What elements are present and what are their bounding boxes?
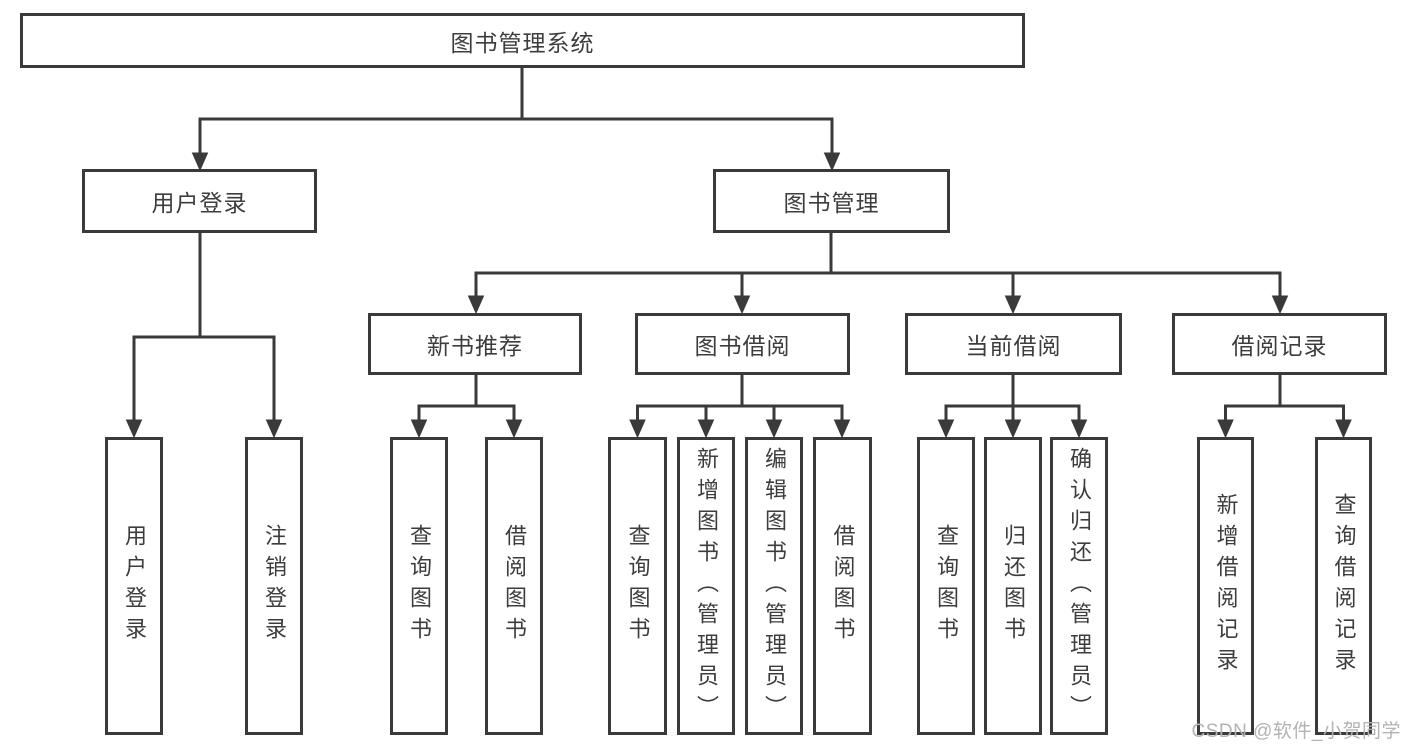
leaf-borrow-books-borrowing: 借阅图书: [813, 437, 872, 735]
node-current-borrowing-label: 当前借阅: [965, 333, 1062, 359]
leaf-query-books-borrowing: 查询图书: [608, 437, 667, 735]
node-new-book-recommendation: 新书推荐: [368, 313, 582, 375]
leaf-query-books-current: 查询图书: [917, 437, 975, 735]
node-current-borrowing: 当前借阅: [905, 313, 1122, 375]
leaf-edit-books-admin: 编辑图书（管理员）: [745, 437, 803, 735]
node-book-management-label: 图书管理: [783, 190, 880, 216]
leaf-logout-label: 注销登录: [262, 524, 287, 648]
leaf-query-books-borrowing-label: 查询图书: [625, 524, 651, 648]
leaf-add-borrowing-record: 新增借阅记录: [1197, 437, 1254, 735]
node-book-borrowing-label: 图书借阅: [694, 333, 791, 359]
node-library-management-system: 图书管理系统: [20, 13, 1025, 68]
leaf-confirm-return-admin-label: 确认归还（管理员）: [1067, 446, 1092, 726]
leaf-user-login-label: 用户登录: [122, 524, 147, 648]
leaf-user-login: 用户登录: [105, 437, 163, 735]
leaf-return-books: 归还图书: [984, 437, 1042, 735]
leaf-borrow-books-borrowing-label: 借阅图书: [830, 524, 856, 648]
node-user-login-label: 用户登录: [151, 190, 248, 216]
leaf-borrow-books-recommend: 借阅图书: [485, 437, 543, 735]
leaf-add-books-admin-label: 新增图书（管理员）: [694, 446, 719, 726]
node-book-borrowing: 图书借阅: [635, 313, 850, 375]
node-user-login: 用户登录: [82, 169, 317, 233]
watermark: CSDN @软件_小贺同学: [1191, 721, 1401, 742]
leaf-query-books-current-label: 查询图书: [934, 524, 959, 648]
leaf-query-books-recommend-label: 查询图书: [407, 524, 432, 648]
leaf-confirm-return-admin: 确认归还（管理员）: [1050, 437, 1108, 735]
leaf-query-borrowing-record: 查询借阅记录: [1315, 437, 1372, 735]
leaf-logout: 注销登录: [245, 437, 303, 735]
node-book-management: 图书管理: [713, 169, 950, 233]
leaf-edit-books-admin-label: 编辑图书（管理员）: [762, 446, 787, 726]
node-new-book-recommendation-label: 新书推荐: [427, 333, 523, 359]
node-library-management-system-label: 图书管理系统: [450, 29, 595, 56]
leaf-add-books-admin: 新增图书（管理员）: [677, 437, 735, 735]
node-borrowing-records-label: 借阅记录: [1231, 333, 1328, 359]
leaf-query-books-recommend: 查询图书: [390, 437, 448, 735]
leaf-borrow-books-recommend-label: 借阅图书: [502, 524, 527, 648]
node-borrowing-records: 借阅记录: [1172, 313, 1387, 375]
leaf-return-books-label: 归还图书: [1001, 524, 1026, 648]
leaf-query-borrowing-record-label: 查询借阅记录: [1331, 493, 1357, 679]
leaf-add-borrowing-record-label: 新增借阅记录: [1213, 493, 1239, 679]
